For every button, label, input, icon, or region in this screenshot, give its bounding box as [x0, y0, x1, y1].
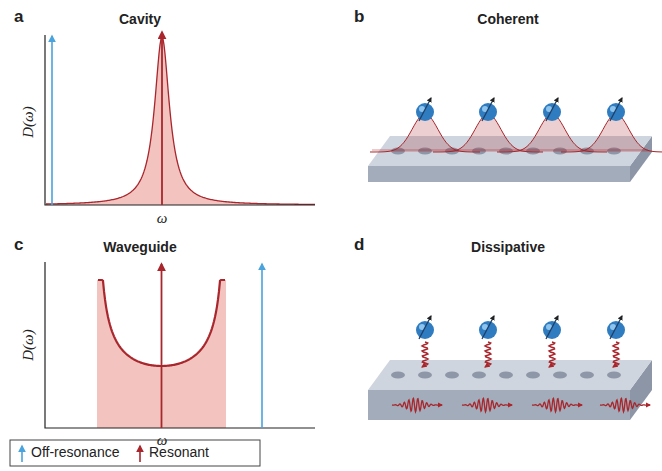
resonant-arrow	[161, 32, 163, 205]
legend-arrow	[139, 446, 141, 462]
legend-text: Resonant	[149, 445, 209, 460]
axis-label: D(ω)	[20, 329, 37, 360]
atom	[479, 316, 497, 339]
guided-wavepacket	[392, 398, 442, 412]
emission-arrow	[422, 342, 428, 367]
guided-wavepacket	[532, 398, 582, 412]
resonant-arrow	[161, 264, 163, 428]
panel-title: Cavity	[119, 12, 161, 27]
emission-arrow	[485, 342, 491, 367]
axis-label: ω	[157, 210, 168, 227]
off-resonance-arrow	[51, 36, 53, 205]
panel-title: Waveguide	[103, 240, 176, 255]
panel-letter: c	[14, 236, 23, 255]
guided-wavepacket	[462, 398, 512, 412]
atom	[607, 98, 625, 121]
plot-axes	[45, 262, 315, 428]
legend-box	[10, 440, 260, 466]
legend-arrow	[21, 446, 23, 462]
plot-axes	[45, 35, 315, 205]
cavity-curve	[46, 37, 315, 204]
axis-label: D(ω)	[20, 106, 37, 137]
legend-text: Off-resonance	[31, 445, 119, 460]
emission-arrow	[613, 342, 619, 367]
guided-wavepacket	[600, 398, 650, 412]
panel-letter: d	[354, 236, 364, 255]
panel-title: Dissipative	[471, 240, 545, 255]
panel-title: Coherent	[477, 12, 538, 27]
off-resonance-arrow	[261, 264, 263, 428]
atom	[543, 316, 561, 339]
atom	[479, 98, 497, 121]
panel-letter: b	[354, 8, 364, 27]
localized-mode	[561, 114, 662, 152]
atom	[416, 316, 434, 339]
emission-arrow	[549, 342, 555, 367]
atom	[607, 316, 625, 339]
cavity-fill	[46, 37, 315, 205]
atom	[543, 98, 561, 121]
photonic-crystal-slab	[368, 360, 652, 420]
panel-letter: a	[14, 8, 23, 27]
atom	[416, 98, 434, 121]
